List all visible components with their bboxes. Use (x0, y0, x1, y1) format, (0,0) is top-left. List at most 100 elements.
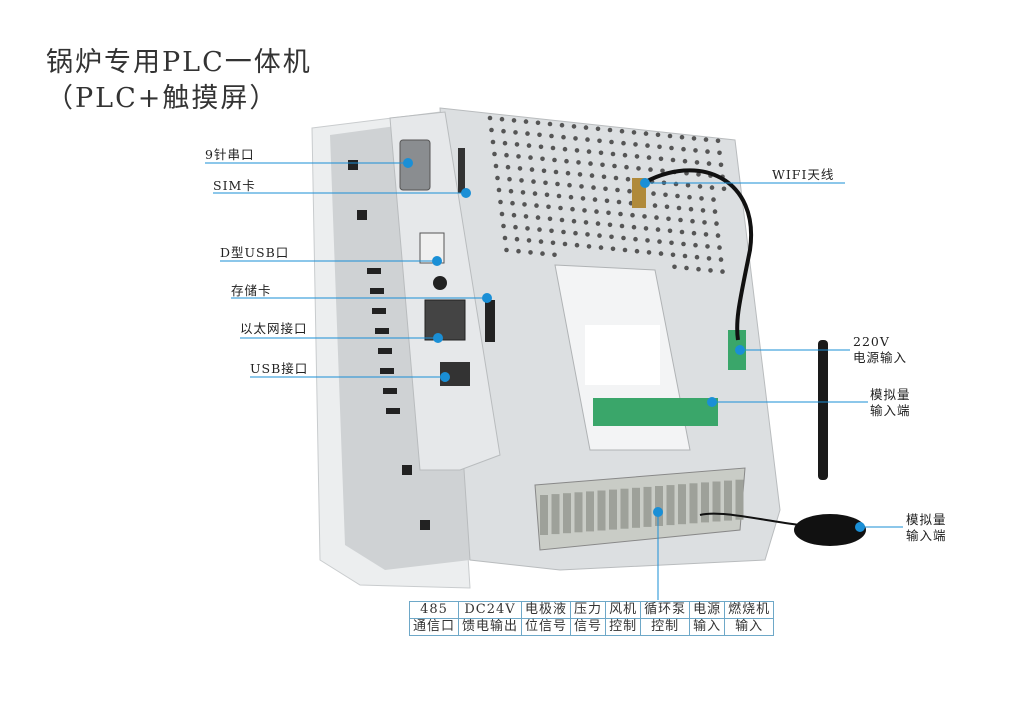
vent-hole (681, 241, 686, 247)
terminal-screw (666, 485, 675, 526)
vent-hole (540, 251, 545, 256)
vent-hole (597, 233, 602, 238)
vent-hole (501, 128, 506, 134)
vent-hole (552, 157, 557, 163)
vent-hole (567, 182, 572, 188)
vent-hole (694, 160, 700, 165)
vent-hole (721, 186, 727, 192)
vent-hole (562, 241, 568, 247)
vent-hole (504, 152, 509, 158)
vent-hole (703, 232, 709, 237)
vent-hole (496, 187, 502, 193)
vent-hole (571, 218, 577, 224)
vent-hole (621, 140, 626, 146)
terminal-cell: 电源 (689, 601, 726, 619)
vent-hole (673, 181, 679, 187)
vent-hole (682, 253, 688, 259)
terminal-cell: 压力 (570, 601, 607, 619)
vent-hole (633, 142, 638, 147)
vent-hole (535, 215, 541, 220)
vent-hole (574, 242, 580, 248)
vent-hole (654, 215, 659, 220)
terminal-cell: 位信号 (521, 618, 572, 636)
vent-hole (597, 138, 602, 144)
vent-hole (703, 137, 709, 142)
vent-hole (718, 257, 724, 262)
vent-hole (571, 124, 577, 129)
vent-hole (561, 229, 566, 235)
vent-hole (543, 180, 548, 186)
label-analog1-2: 输入端 (870, 403, 911, 418)
terminal-screw (609, 489, 617, 530)
terminal-screw (655, 486, 663, 526)
vent-hole (580, 196, 586, 201)
vent-hole (609, 234, 614, 240)
terminal-cell: DC24V (458, 601, 523, 619)
vent-hole (534, 203, 539, 208)
vent-hole (667, 228, 673, 234)
vent-hole (700, 208, 706, 213)
terminal-cell: 信号 (570, 618, 607, 636)
vent-hole (648, 167, 653, 172)
vent-hole (712, 209, 718, 214)
vent-hole (522, 202, 527, 207)
vent-hole (570, 206, 575, 212)
vent-hole (622, 152, 628, 158)
vent-hole (513, 130, 518, 135)
vent-hole (565, 170, 571, 176)
terminal-screw (551, 494, 560, 535)
device-connector-strip (389, 111, 501, 471)
vent-hole (546, 204, 551, 210)
vent-hole (589, 173, 595, 178)
vent-hole (585, 137, 590, 142)
vent-hole (493, 163, 499, 169)
vent-hole (531, 179, 536, 184)
vent-hole (667, 133, 673, 139)
vent-hole (577, 172, 583, 177)
vent-hole (525, 226, 530, 231)
terminal-cell: 输入 (689, 618, 726, 636)
vent-hole (516, 248, 521, 254)
vent-hole (645, 238, 650, 243)
vent-hole (516, 154, 521, 159)
vent-hole (633, 236, 638, 242)
vent-hole (702, 220, 707, 225)
vent-hole (705, 149, 710, 154)
vent-hole (682, 158, 688, 164)
terminal-screw (701, 482, 709, 523)
vent-hole (666, 216, 671, 222)
vent-hole (552, 252, 557, 258)
terminal-screw (597, 490, 606, 531)
vent-hole (549, 228, 554, 234)
vent-hole (678, 217, 683, 223)
vent-hole (672, 264, 677, 270)
vent-hole (619, 128, 625, 134)
vent-hole (559, 217, 565, 223)
vent-hole (606, 210, 611, 216)
vent-hole (706, 161, 712, 166)
vent-hole (520, 190, 526, 195)
vent-hole (513, 224, 518, 230)
callout-lines (205, 162, 903, 600)
vent-hole (556, 193, 562, 199)
vent-hole (642, 214, 647, 219)
vent-hole (564, 158, 569, 164)
vent-hole (711, 197, 716, 202)
vent-hole (579, 184, 584, 189)
vent-hole (547, 216, 553, 222)
vent-hole (511, 118, 517, 123)
vent-hole (717, 245, 722, 250)
vent-hole (550, 145, 556, 151)
vent-hole (588, 161, 593, 166)
vent-hole (573, 230, 578, 236)
vent-hole (528, 250, 533, 255)
vent-hole (714, 221, 719, 226)
vent-hole (720, 269, 725, 274)
vent-hole (706, 256, 712, 261)
label-wifi: WIFI天线 (772, 167, 835, 182)
terminal-screw (712, 481, 721, 522)
terminal-cell: 风机 (605, 601, 642, 619)
vent-hole (675, 193, 680, 199)
vent-hole (715, 138, 721, 144)
